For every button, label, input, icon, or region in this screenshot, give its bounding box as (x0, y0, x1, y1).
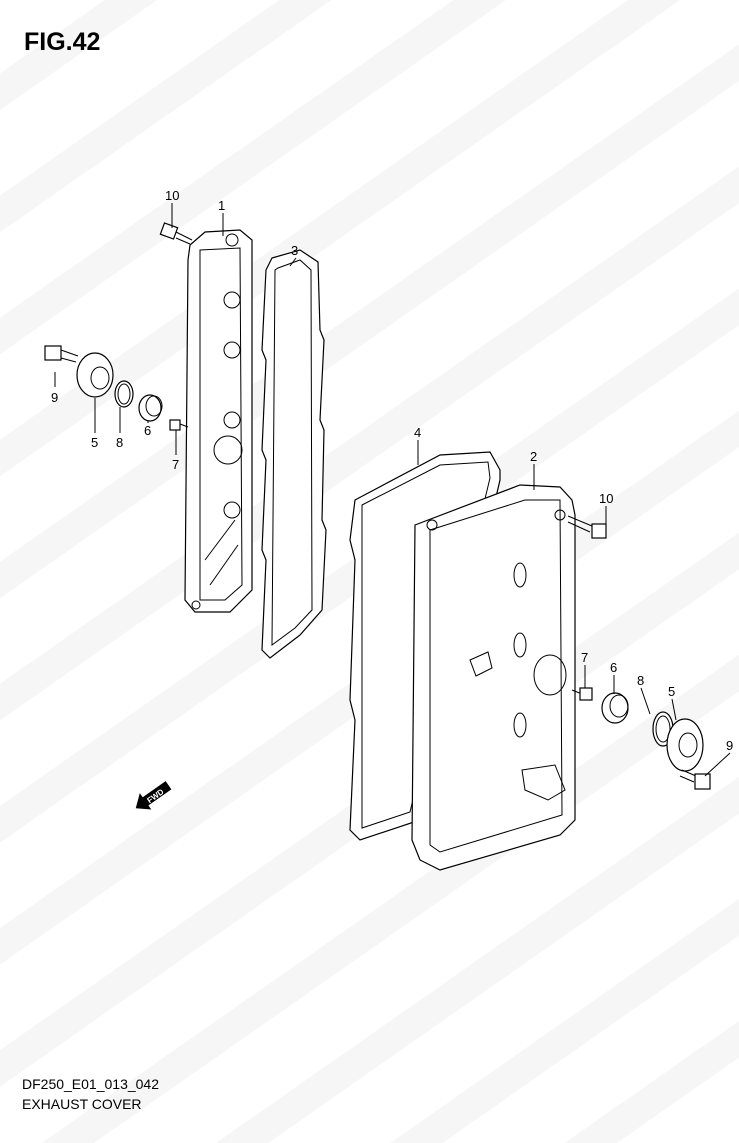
bolt-9-left[interactable] (44, 345, 79, 363)
callout-10-right: 10 (599, 491, 613, 506)
bolt-10-left[interactable] (159, 222, 193, 245)
callout-4: 4 (414, 425, 421, 440)
bolt-10-right[interactable] (567, 515, 607, 539)
callout-9-right: 9 (726, 738, 733, 753)
callout-7-left: 7 (172, 457, 179, 472)
diagram-name: EXHAUST COVER (22, 1096, 142, 1112)
callout-3: 3 (291, 243, 298, 258)
figure-title: FIG.42 (24, 28, 101, 56)
bolt-9-right[interactable] (679, 769, 711, 790)
bolt-7-right[interactable] (571, 687, 593, 701)
diagram-code: DF250_E01_013_042 (22, 1076, 160, 1092)
anode-6-left[interactable] (138, 394, 163, 422)
anode-6-right[interactable] (601, 692, 629, 724)
callout-6-right: 6 (610, 660, 617, 675)
bolt-7-left[interactable] (169, 419, 189, 431)
leader-lines (54, 203, 731, 777)
callout-9-left: 9 (51, 390, 58, 405)
callout-6-left: 6 (144, 423, 151, 438)
callout-8-right: 8 (637, 673, 644, 688)
callout-1: 1 (218, 198, 225, 213)
fwd-arrow-icon: FWD (135, 781, 172, 810)
callout-7-right: 7 (581, 650, 588, 665)
callout-10-left: 10 (165, 188, 179, 203)
callout-8-left: 8 (116, 435, 123, 450)
gasket-3[interactable] (261, 249, 327, 659)
outer-exhaust-cover[interactable] (411, 484, 576, 871)
o-ring-8-left[interactable] (114, 380, 134, 408)
inner-exhaust-cover[interactable] (184, 229, 253, 613)
cap-5-left[interactable] (76, 352, 114, 398)
cap-5-right[interactable] (666, 718, 704, 772)
callout-5-right: 5 (668, 684, 675, 699)
callout-5-left: 5 (91, 435, 98, 450)
callout-2: 2 (530, 449, 537, 464)
